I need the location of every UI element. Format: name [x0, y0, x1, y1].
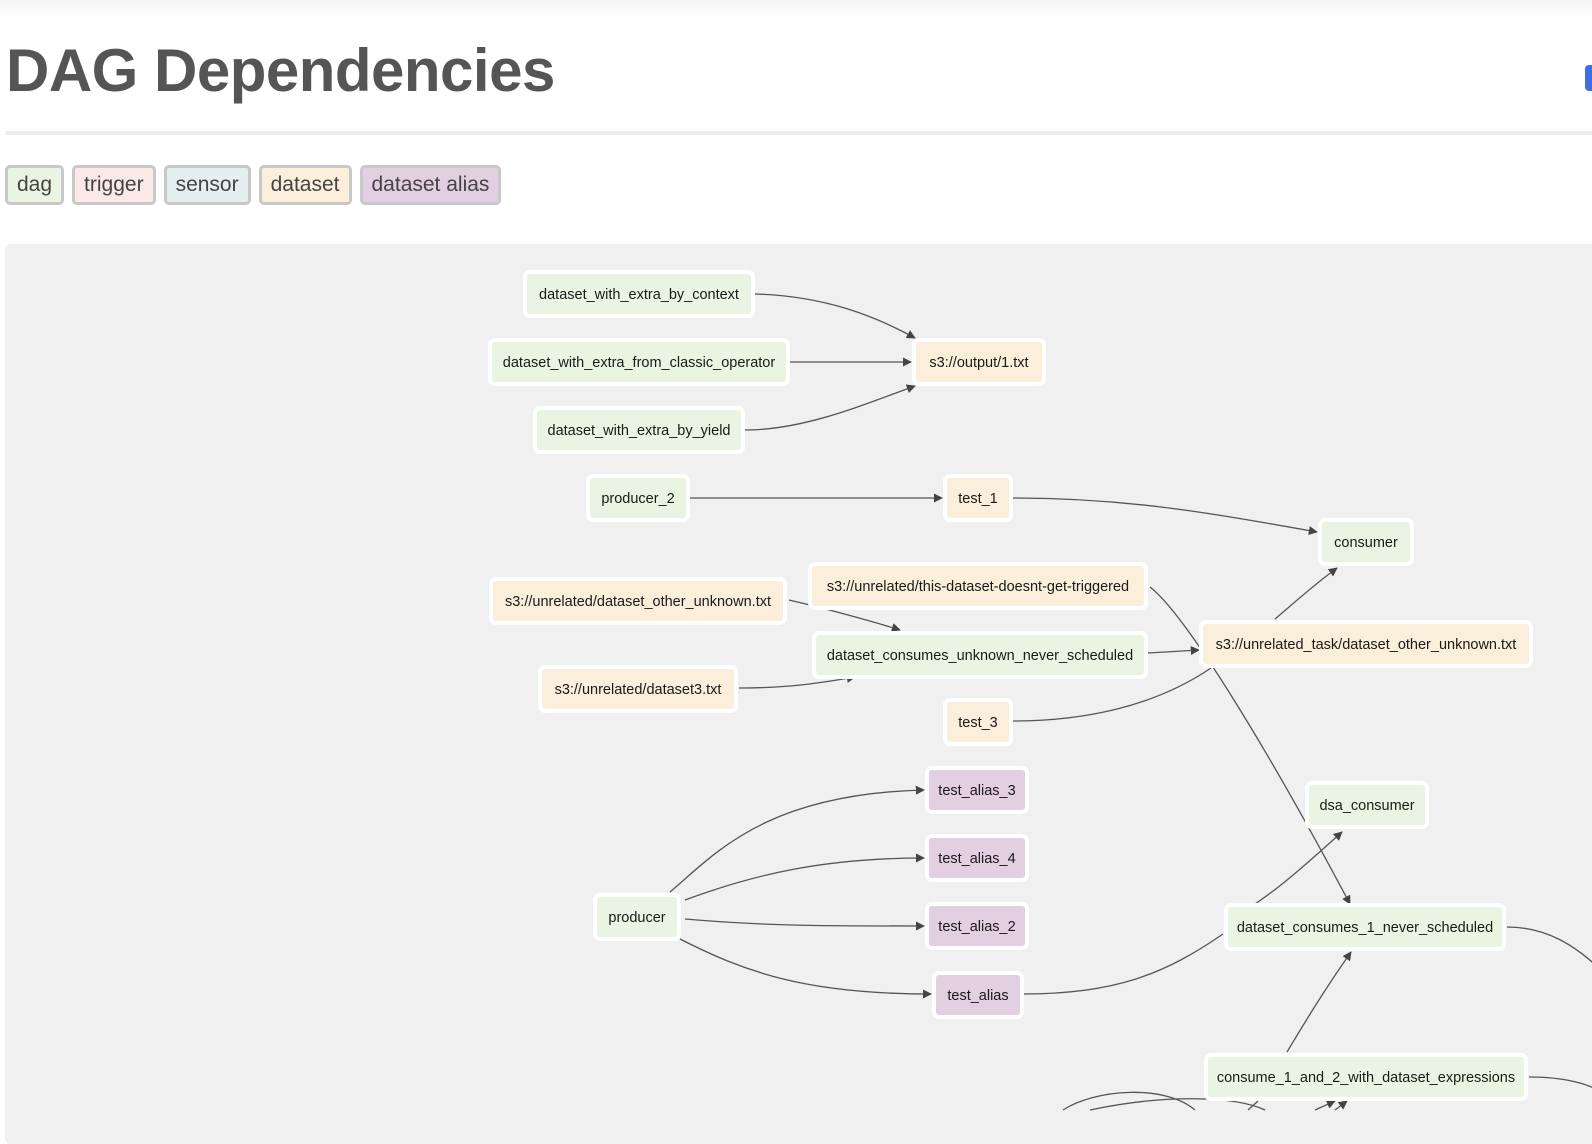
graph-node[interactable]: consume_1_and_2_with_dataset_expressions — [1204, 1053, 1528, 1101]
dependency-edge — [1314, 1100, 1336, 1111]
dependency-edge — [669, 785, 925, 893]
graph-node[interactable]: dataset_with_extra_by_yield — [533, 406, 745, 454]
graph-node-label: consumer — [1334, 535, 1398, 551]
legend-sensor: sensor — [163, 165, 251, 205]
graph-node-label: s3://unrelated_task/dataset_other_unknow… — [1216, 637, 1517, 653]
graph-node-box[interactable] — [808, 562, 1148, 610]
graph-node-box[interactable] — [1204, 1053, 1528, 1101]
graph-node[interactable]: dsa_consumer — [1305, 781, 1429, 829]
dependency-edge — [1334, 1100, 1348, 1111]
graph-node[interactable]: dataset_consumes_1_never_scheduled — [1224, 903, 1506, 951]
graph-node[interactable]: s3://unrelated/dataset3.txt — [538, 665, 738, 713]
dependency-edge — [1506, 926, 1592, 963]
graph-node[interactable]: dataset_with_extra_by_context — [523, 270, 755, 318]
graph-node[interactable]: consumer — [1318, 518, 1414, 566]
dependency-edge — [1023, 933, 1224, 995]
graph-node-label: dataset_with_extra_by_context — [539, 287, 739, 303]
dependency-edge — [1247, 1100, 1259, 1111]
dependency-edge — [744, 384, 916, 431]
graph-node-label: test_alias_2 — [938, 919, 1015, 935]
dependency-edge — [1274, 567, 1338, 620]
graph-node-box[interactable] — [1199, 620, 1533, 668]
graph-node-box[interactable] — [925, 766, 1029, 814]
dependency-edge — [1012, 667, 1212, 722]
graph-node-box[interactable] — [586, 474, 690, 522]
dependency-edge — [1147, 645, 1200, 656]
graph-node[interactable]: s3://unrelated/dataset_other_unknown.txt — [489, 577, 787, 625]
graph-node-label: test_1 — [958, 491, 998, 507]
graph-node-box[interactable] — [812, 631, 1148, 679]
graph-node-box[interactable] — [932, 971, 1024, 1019]
dependency-edge — [1062, 1091, 1196, 1111]
graph-node-box[interactable] — [943, 698, 1013, 746]
graph-canvas[interactable]: dataset_with_extra_by_context dataset_wit… — [5, 244, 1592, 1144]
dependency-edge — [679, 938, 932, 999]
dependency-edge — [1286, 951, 1352, 1053]
legend-trigger: trigger — [72, 165, 156, 205]
dependency-edge — [1528, 1076, 1592, 1088]
graph-node-label: producer_2 — [601, 491, 674, 507]
graph-node-box[interactable] — [533, 406, 745, 454]
graph-node-box[interactable] — [1305, 781, 1429, 829]
graph-node-box[interactable] — [912, 338, 1046, 386]
graph-node-box[interactable] — [489, 577, 787, 625]
graph-node[interactable]: test_alias_2 — [925, 902, 1029, 950]
legend-dag: dag — [5, 165, 65, 205]
offscreen-button[interactable] — [1585, 65, 1592, 91]
graph-node[interactable]: dataset_consumes_unknown_never_scheduled — [812, 631, 1148, 679]
graph-node-label: dsa_consumer — [1319, 798, 1414, 814]
graph-node-box[interactable] — [523, 270, 755, 318]
nodes-layer: dataset_with_extra_by_context dataset_wit… — [488, 270, 1533, 1101]
browser-top-shadow — [0, 0, 1592, 18]
graph-node[interactable]: s3://unrelated/this-dataset-doesnt-get-t… — [808, 562, 1148, 610]
legend-dataset-alias: dataset alias — [359, 165, 502, 205]
graph-node[interactable]: dataset_with_extra_from_classic_operator — [488, 338, 790, 386]
graph-node-label: dataset_with_extra_from_classic_operator — [503, 355, 776, 371]
graph-node[interactable]: s3://unrelated_task/dataset_other_unknow… — [1199, 620, 1533, 668]
graph-node-label: dataset_consumes_unknown_never_scheduled — [827, 648, 1133, 664]
graph-node-label: test_alias_4 — [938, 851, 1015, 867]
dependency-edge — [1012, 497, 1318, 536]
graph-node[interactable]: producer_2 — [586, 474, 690, 522]
dependency-edge — [788, 599, 901, 632]
graph-node-box[interactable] — [1224, 903, 1506, 951]
graph-node-label: s3://unrelated/this-dataset-doesnt-get-t… — [827, 579, 1129, 595]
graph-node[interactable]: test_alias_4 — [925, 834, 1029, 882]
edges-layer — [669, 293, 1592, 1111]
title-divider — [5, 131, 1592, 135]
page-title: DAG Dependencies — [6, 37, 555, 104]
graph-node-label: producer — [608, 910, 665, 926]
graph-node-label: dataset_with_extra_by_yield — [548, 423, 731, 439]
graph-node-label: test_3 — [958, 715, 998, 731]
graph-node-label: s3://unrelated/dataset_other_unknown.txt — [505, 594, 771, 610]
graph-node-box[interactable] — [925, 834, 1029, 882]
graph-node[interactable]: producer — [593, 893, 681, 941]
dependency-edge — [1149, 586, 1351, 905]
dependency-edge — [1254, 831, 1343, 905]
graph-node[interactable]: test_alias_3 — [925, 766, 1029, 814]
graph-node-label: s3://output/1.txt — [929, 355, 1028, 371]
dependency-edge — [754, 293, 916, 339]
graph-node-box[interactable] — [488, 338, 790, 386]
graph-node-label: dataset_consumes_1_never_scheduled — [1237, 920, 1493, 936]
graph-node-label: test_alias — [947, 988, 1008, 1004]
legend-dataset: dataset — [258, 165, 352, 205]
graph-node-box[interactable] — [1318, 518, 1414, 566]
graph-node-label: consume_1_and_2_with_dataset_expressions — [1217, 1070, 1515, 1086]
graph-node-label: test_alias_3 — [938, 783, 1015, 799]
dependency-edge — [684, 918, 925, 931]
graph-node-box[interactable] — [593, 893, 681, 941]
graph-node-box[interactable] — [943, 474, 1013, 522]
dependency-edge — [684, 853, 925, 901]
dependency-graph[interactable]: dataset_with_extra_by_context dataset_wit… — [5, 244, 1592, 1144]
node-type-legend: dag trigger sensor dataset dataset alias — [5, 165, 502, 205]
dependency-edge — [738, 673, 856, 689]
graph-node-box[interactable] — [925, 902, 1029, 950]
graph-node[interactable]: test_alias — [932, 971, 1024, 1019]
graph-node[interactable]: s3://output/1.txt — [912, 338, 1046, 386]
graph-node-label: s3://unrelated/dataset3.txt — [555, 682, 722, 698]
graph-node-box[interactable] — [538, 665, 738, 713]
graph-node[interactable]: test_1 — [943, 474, 1013, 522]
graph-node[interactable]: test_3 — [943, 698, 1013, 746]
